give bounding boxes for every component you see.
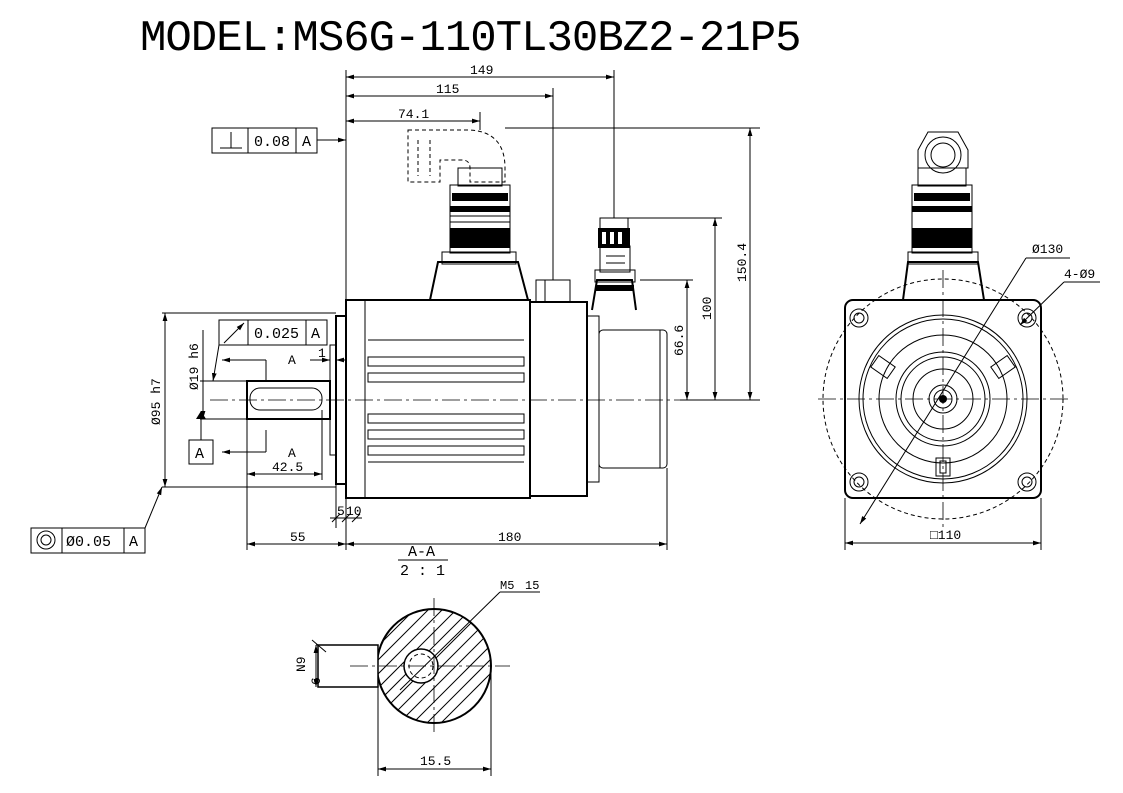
svg-text:A: A bbox=[129, 534, 138, 551]
dim-115: 115 bbox=[436, 82, 459, 97]
datum-triangle-icon bbox=[196, 411, 206, 419]
mounting-holes bbox=[849, 308, 1037, 492]
dim-key-width: N9 bbox=[294, 656, 309, 672]
dim-5: 5 bbox=[337, 504, 345, 519]
section-mark-bottom: A bbox=[288, 446, 296, 461]
concentricity-frame: Ø0.05 A bbox=[30, 486, 163, 554]
dim-149: 149 bbox=[470, 63, 493, 78]
section-name: A-A bbox=[408, 544, 435, 561]
power-connector bbox=[407, 129, 529, 301]
dim-pilot-dia: Ø95 h7 bbox=[149, 378, 164, 425]
section-mark-top: A bbox=[288, 353, 296, 368]
dim-15: 15.5 bbox=[420, 754, 451, 769]
dim-thread: M5 bbox=[500, 579, 514, 593]
svg-text:A: A bbox=[195, 446, 204, 463]
dim-180: 180 bbox=[498, 530, 521, 545]
dim-74: 74.1 bbox=[398, 107, 429, 122]
section-view: A-A 2 : 1 M5 15 N9 6 bbox=[294, 544, 540, 776]
dim-100: 100 bbox=[700, 297, 715, 320]
svg-text:0.08: 0.08 bbox=[254, 134, 290, 151]
datum-a: A bbox=[188, 411, 214, 465]
perpendicularity-frame: 0.08 A bbox=[211, 127, 346, 154]
perpendicularity-symbol-icon bbox=[220, 132, 242, 149]
dim-flange-sq: □110 bbox=[930, 528, 961, 543]
svg-text:A: A bbox=[302, 134, 311, 151]
section-scale: 2 : 1 bbox=[400, 563, 445, 580]
motor-body bbox=[345, 299, 531, 499]
runout-frame: 0.025 A bbox=[211, 319, 328, 382]
dim-bolt-circle: Ø130 bbox=[1032, 242, 1063, 257]
concentricity-icon bbox=[36, 530, 56, 550]
dim-shaft-dia: Ø19 h6 bbox=[187, 343, 202, 390]
dim-1: 1 bbox=[318, 346, 326, 361]
dim-key-num: 6 bbox=[309, 677, 324, 685]
dim-10: 10 bbox=[346, 504, 362, 519]
dim-thread-depth: 15 bbox=[525, 579, 539, 593]
front-view: Ø130 4-Ø9 □110 bbox=[818, 131, 1100, 550]
circular-runout-icon bbox=[223, 322, 245, 344]
encoder-connector bbox=[591, 217, 637, 311]
model-title: MODEL:MS6G-110TL30BZ2-21P5 bbox=[140, 14, 801, 64]
dim-42: 42.5 bbox=[272, 460, 303, 475]
dim-150: 150.4 bbox=[735, 243, 750, 282]
side-view bbox=[210, 129, 760, 499]
svg-text:Ø0.05: Ø0.05 bbox=[66, 534, 111, 551]
dim-66: 66.6 bbox=[672, 325, 687, 356]
svg-text:A: A bbox=[311, 326, 320, 343]
side-dimensions: 149 115 74.1 150.4 100 66.6 Ø95 h7 Ø19 h… bbox=[149, 63, 760, 550]
dim-55: 55 bbox=[290, 530, 306, 545]
svg-text:0.025: 0.025 bbox=[254, 326, 299, 343]
dim-holes: 4-Ø9 bbox=[1064, 267, 1095, 282]
